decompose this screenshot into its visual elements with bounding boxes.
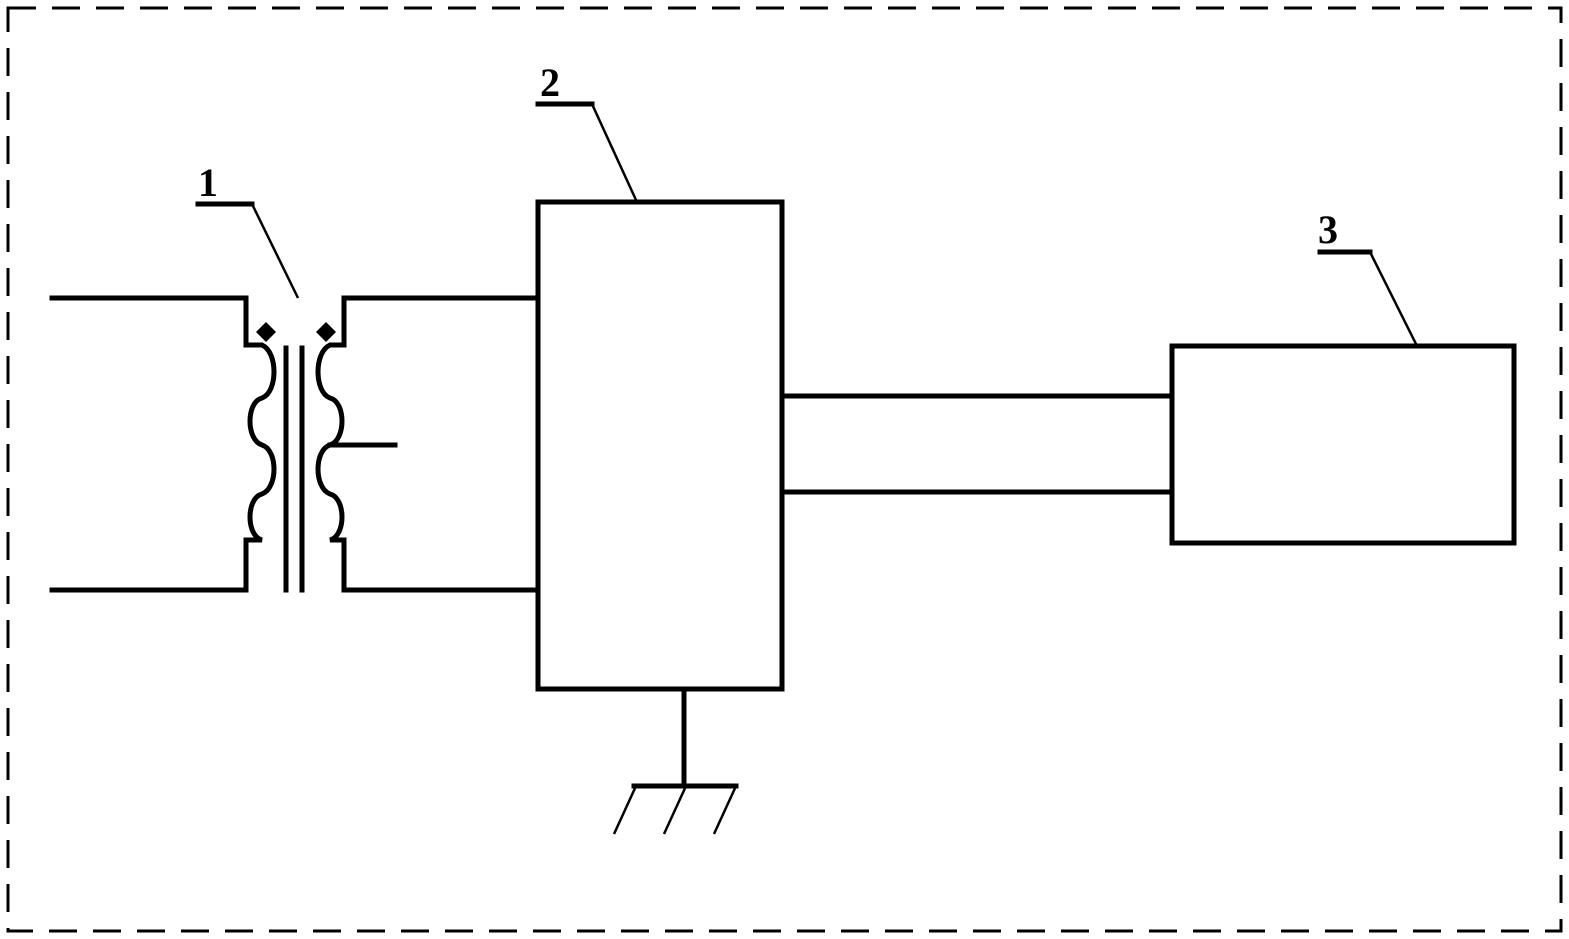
label-2-leader	[590, 103, 638, 201]
polarity-dot-secondary	[316, 322, 336, 342]
transformer: 1	[49, 160, 541, 593]
secondary-bottom-wire	[341, 537, 541, 593]
primary-top-wire	[49, 295, 249, 348]
secondary-top-wire	[341, 295, 541, 348]
primary-bottom-wire	[49, 537, 249, 593]
label-1: 1	[198, 160, 218, 205]
primary-coil	[243, 342, 277, 543]
ground-hatch-1	[612, 785, 638, 835]
label-3: 3	[1318, 207, 1338, 252]
block-2-box	[535, 199, 785, 692]
label-3-leader	[1368, 251, 1418, 345]
block-2: 2	[535, 60, 785, 835]
label-1-leader	[250, 203, 300, 299]
block-3-box	[1169, 343, 1517, 546]
ground-hatch-3	[712, 785, 738, 835]
polarity-dot-primary	[256, 322, 276, 342]
block-3: 3	[1169, 207, 1517, 546]
label-2: 2	[540, 60, 560, 105]
ground-hatch-2	[662, 785, 688, 835]
dashed-boundary	[6, 6, 1563, 933]
